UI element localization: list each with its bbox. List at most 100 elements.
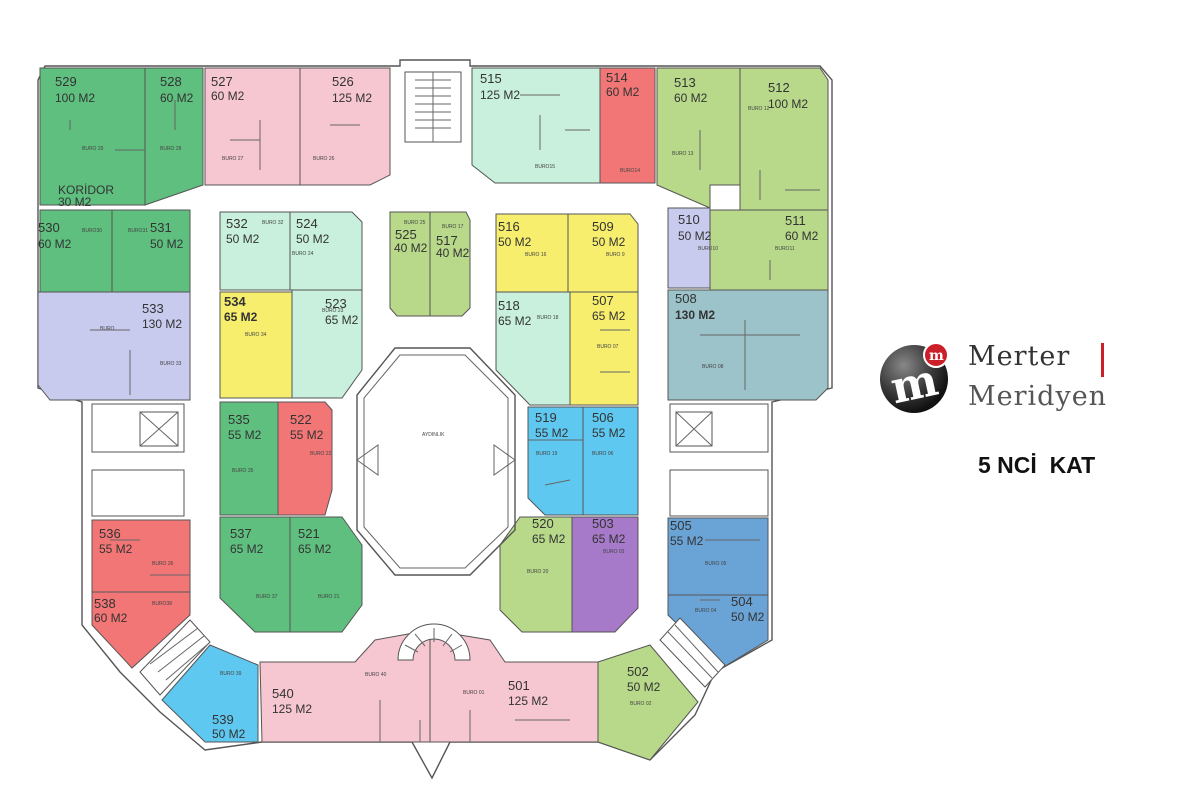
unit-number: 531 [150,220,172,235]
unit-area: 65 M2 [498,314,532,328]
room-label: BURO 02 [630,701,652,707]
unit-number: 508 [675,291,697,306]
unit-521[interactable]: 521 65 M2 BURO 21 [289,516,363,633]
unit-area: 60 M2 [160,91,194,105]
unit-517[interactable]: 517 40 M2 BURO 17 [429,211,471,317]
unit-503[interactable]: 503 65 M2 BURO 03 [571,516,639,633]
unit-area: 50 M2 [150,237,184,251]
unit-area: 60 M2 [785,229,819,243]
unit-532[interactable]: 532 50 M2 BURO 32 [219,211,291,291]
unit-number: 511 [785,213,806,228]
svg-text:BURO: BURO [100,326,115,332]
unit-number: 539 [212,712,234,727]
unit-507[interactable]: 507 65 M2 BURO 07 [569,291,639,406]
unit-number: 536 [99,526,121,541]
floor-plan: 529 100 M2 BURO 29 528 60 M2 BURO 28 KOR… [37,59,833,780]
unit-539[interactable]: 539 50 M2 BURO 39 [161,644,259,743]
service-cores [91,403,769,517]
unit-area: 65 M2 [230,542,264,556]
unit-area: 65 M2 [532,532,566,546]
unit-508[interactable]: 508 130 M2 BURO 08 [667,289,829,401]
unit-area: 50 M2 [226,232,260,246]
room-label: BURO 28 [160,146,182,152]
unit-524[interactable]: 524 50 M2 BURO 24 [289,211,363,291]
room-label: BURO14 [620,168,640,174]
unit-526[interactable]: 526 125 M2 BURO 26 [299,67,391,186]
unit-509[interactable]: 509 50 M2 BURO 9 [567,213,639,293]
unit-area: 60 M2 [38,237,72,251]
unit-505[interactable]: 505 55 M2 BURO 05 [667,517,769,596]
room-label: BURO31 [128,228,148,234]
merter-meridyen-logo: m m Merter Meridyen [878,335,1148,425]
unit-area: 65 M2 [592,532,626,546]
unit-area: 65 M2 [592,309,626,323]
unit-number: 512 [768,80,790,95]
unit-number: 537 [230,526,252,541]
floor-label: 5 NCİ KAT [978,452,1096,478]
room-label: BURO11 [775,246,795,252]
unit-number: 516 [498,219,520,234]
unit-528[interactable]: 528 60 M2 BURO 28 [144,67,204,206]
unit-area: 50 M2 [678,229,712,243]
unit-number: 509 [592,219,614,234]
unit-504[interactable]: 504 50 M2 BURO 04 [667,594,769,669]
room-label: BURO 36 [152,561,174,567]
unit-534[interactable]: 534 65 M2 BURO 34 [219,291,293,399]
unit-number: 528 [160,74,182,89]
unit-537[interactable]: 537 65 M2 BURO 37 [219,516,291,633]
unit-510[interactable]: 510 50 M2 BURO10 [667,207,718,289]
unit-502[interactable]: 502 50 M2 BURO 02 [597,644,699,761]
unit-area: 50 M2 [592,235,626,249]
unit-529[interactable]: 529 100 M2 BURO 29 [39,67,146,206]
unit-area: 130 M2 [142,317,182,331]
unit-area: 65 M2 [224,310,258,324]
unit-area: 55 M2 [99,542,133,556]
unit-area: 55 M2 [670,534,704,548]
unit-514[interactable]: 514 60 M2 BURO14 [599,67,656,184]
unit-516[interactable]: 516 50 M2 BURO 16 [495,213,569,293]
unit-area: 55 M2 [592,426,626,440]
unit-515[interactable]: 515 125 M2 BURO15 [471,67,601,184]
room-label: BURO 04 [695,608,717,614]
unit-538[interactable]: 538 60 M2 BURO38 [91,591,191,669]
room-label: BURO 19 [536,451,558,457]
unit-number: 538 [94,596,116,611]
unit-511[interactable]: 511 60 M2 BURO11 [709,209,829,291]
room-label: BURO 32 [262,220,284,226]
unit-506[interactable]: 506 55 M2 BURO 06 [582,406,639,516]
unit-number: 507 [592,293,614,308]
unit-number: 529 [55,74,77,89]
unit-527[interactable]: 527 60 M2 BURO 27 [204,67,301,186]
unit-519[interactable]: 519 55 M2 BURO 19 [527,406,584,516]
unit-522[interactable]: 522 55 M2 BURO 22 [277,401,333,516]
unit-area: 125 M2 [332,91,372,105]
unit-number: 535 [228,412,250,427]
unit-536[interactable]: 536 55 M2 BURO 36 [91,519,191,593]
unit-518[interactable]: 518 65 M2 BURO 18 [495,291,571,406]
room-label: BURO 26 [313,156,335,162]
room-label: BURO 24 [292,251,314,257]
brand-mark-icon: m m [880,342,949,414]
unit-523[interactable]: 523 65 M2 BURO 23 [291,289,363,399]
unit-number: 522 [290,412,312,427]
partitions [69,94,820,742]
brand-name-line1: Merter [968,341,1071,372]
unit-531[interactable]: 531 50 M2 BURO31 [111,209,191,293]
unit-533[interactable]: 533 130 M2 BURO 33 BURO [37,291,191,401]
unit-number: 527 [211,74,233,89]
stairs-top [404,71,462,143]
unit-512[interactable]: 512 100 M2 BURO 12 [739,67,829,211]
room-label: BURO 27 [222,156,244,162]
unit-area: 55 M2 [228,428,262,442]
unit-525[interactable]: 525 40 M2 BURO 25 [389,211,431,317]
unit-number: 540 [272,686,294,701]
unit-number: 514 [606,70,628,85]
svg-text:KORİDOR: KORİDOR [58,183,114,197]
unit-530[interactable]: 530 60 M2 BURO30 [38,209,113,293]
unit-501[interactable]: 501 125 M2 BURO 01 [429,629,599,743]
unit-535[interactable]: 535 55 M2 BURO 35 [219,401,279,516]
stairs-bottom [139,617,726,696]
unit-513[interactable]: 513 60 M2 BURO 13 [656,67,741,209]
unit-area: 50 M2 [627,680,661,694]
room-label: BURO38 [152,601,172,607]
